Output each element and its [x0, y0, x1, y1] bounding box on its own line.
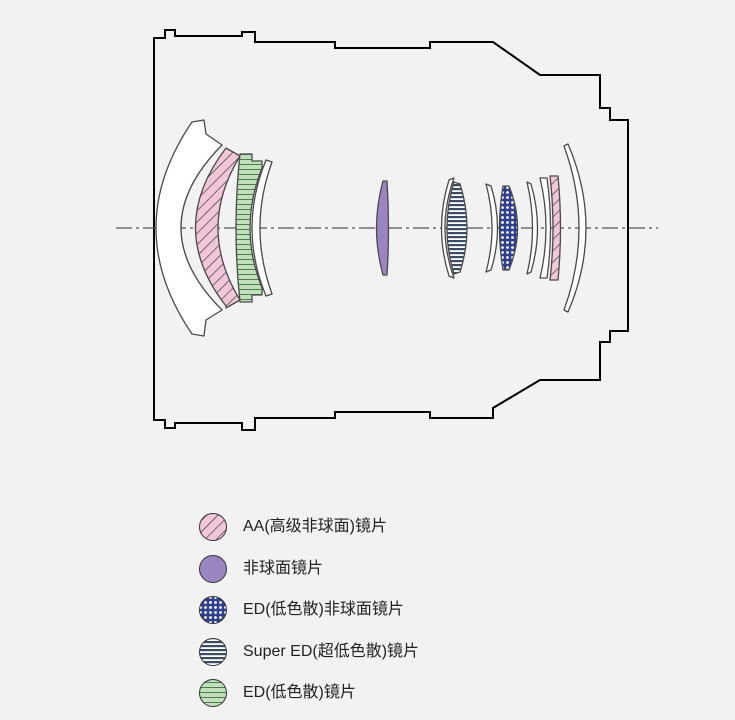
- lens-element-5-aspherical: [375, 180, 390, 276]
- lens-element-4: [251, 159, 273, 297]
- lens-element-8: [485, 183, 499, 273]
- legend-label: AA(高级非球面)镜片: [243, 518, 388, 535]
- lens-element-11: [539, 177, 552, 279]
- lens-element-1: [155, 119, 223, 337]
- lens-element-9-ed-aspherical: [498, 185, 519, 271]
- lens-element-2-aa-aspherical: [194, 147, 241, 309]
- dot-grid-swatch-icon: [199, 596, 227, 624]
- lens-barrel-outline: [153, 29, 629, 431]
- horizontal-stripe-swatch-icon: [199, 637, 227, 666]
- lens-element-3-ed: [235, 153, 263, 303]
- legend-label: ED(低色散)非球面镜片: [243, 601, 404, 618]
- lens-element-12-aa-aspherical: [549, 175, 562, 281]
- lens-element-7-super-ed: [446, 181, 468, 275]
- legend-label: ED(低色散)镜片: [243, 684, 356, 701]
- lens-element-13: [563, 143, 587, 313]
- diagonal-hatch-swatch-icon: [199, 513, 227, 541]
- legend-label: Super ED(超低色散)镜片: [243, 642, 420, 660]
- lens-element-10: [526, 181, 539, 275]
- legend-label: 非球面镜片: [243, 559, 324, 577]
- green-stripe-swatch-icon: [199, 679, 227, 707]
- lens-element-6-super-ed: [440, 177, 455, 279]
- solid-purple-swatch-icon: [199, 554, 227, 583]
